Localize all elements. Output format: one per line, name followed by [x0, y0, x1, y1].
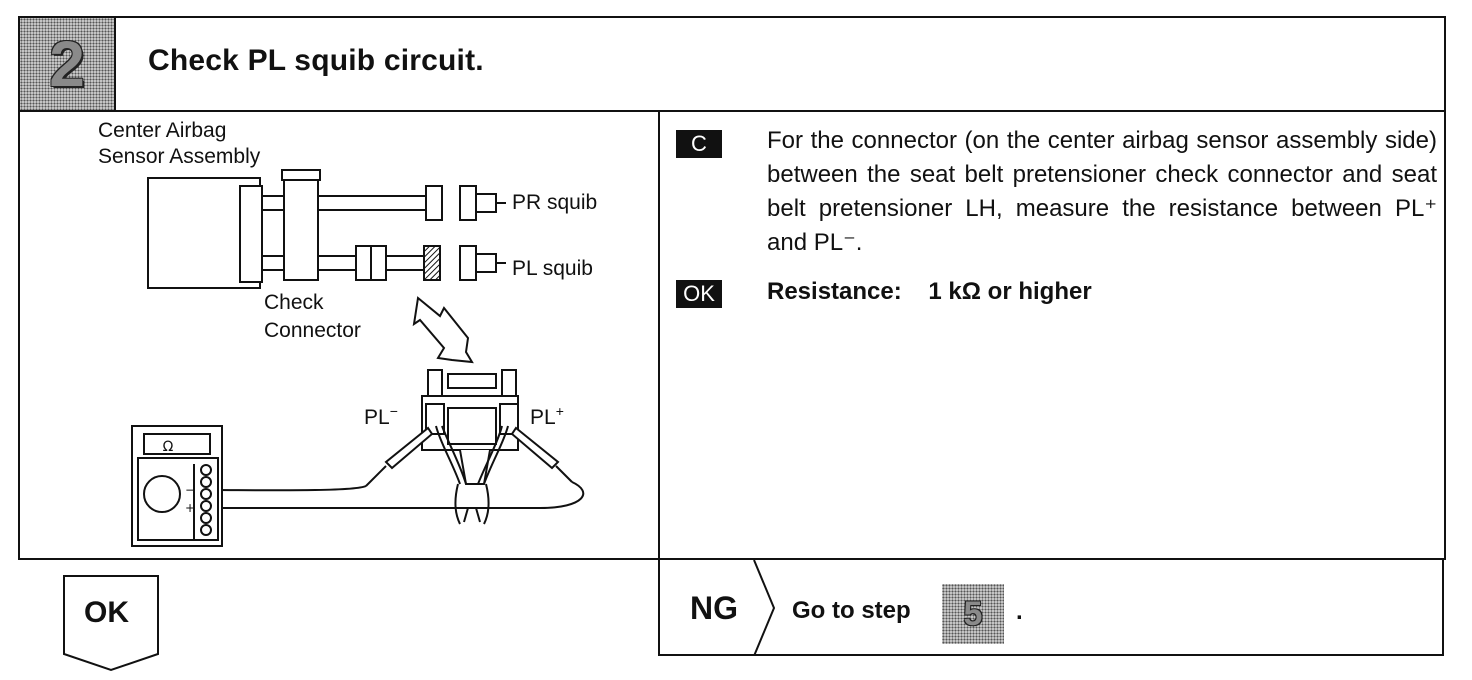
column-divider	[658, 110, 660, 560]
probe-wires	[215, 425, 585, 525]
instruction-tag: C	[676, 130, 722, 158]
ng-chevron-icon	[753, 560, 776, 656]
sensor-label-line1: Center Airbag	[98, 119, 227, 142]
ok-spec-label: Resistance:	[767, 278, 902, 305]
pl-squib-label: PL squib	[512, 257, 593, 280]
goto-step-box[interactable]: 5	[942, 584, 1004, 644]
step-number-box: 2	[20, 18, 116, 110]
check-label-line1: Check	[264, 291, 324, 314]
check-label-line2: Connector	[264, 319, 361, 342]
goto-period: .	[1016, 598, 1023, 625]
instruction-text: For the connector (on the center airbag …	[767, 127, 1437, 256]
ng-box	[658, 560, 1444, 656]
pl-minus-label: PL−	[364, 403, 398, 429]
check-connector-shape	[283, 173, 319, 281]
header-divider	[18, 110, 1446, 112]
sensor-label-line2: Sensor Assembly	[98, 145, 261, 168]
wiring-diagram: Ω − +	[131, 169, 585, 547]
goto-step-number: 5	[963, 594, 983, 633]
ok-pentagon-icon	[63, 575, 159, 672]
ok-spec-value: 1 kΩ or higher	[928, 278, 1092, 305]
step-number: 2	[49, 28, 85, 100]
pr-squib-label: PR squib	[512, 191, 598, 214]
direction-arrow-icon	[412, 296, 474, 364]
ohm-symbol: Ω	[163, 439, 174, 455]
ok-spec-tag: OK	[676, 280, 722, 308]
multimeter-shape	[131, 425, 223, 547]
pl-plus-label: PL+	[530, 403, 564, 429]
goto-text: Go to step	[792, 597, 911, 624]
procedure-frame	[18, 16, 1446, 560]
page-title: Check PL squib circuit.	[148, 44, 484, 77]
meter-minus-label: −	[185, 483, 195, 497]
ng-label: NG	[690, 590, 738, 626]
ok-spec-line: Resistance: 1 kΩ or higher	[767, 278, 1092, 306]
meter-plus-label: +	[185, 501, 195, 515]
ok-label: OK	[84, 596, 129, 629]
